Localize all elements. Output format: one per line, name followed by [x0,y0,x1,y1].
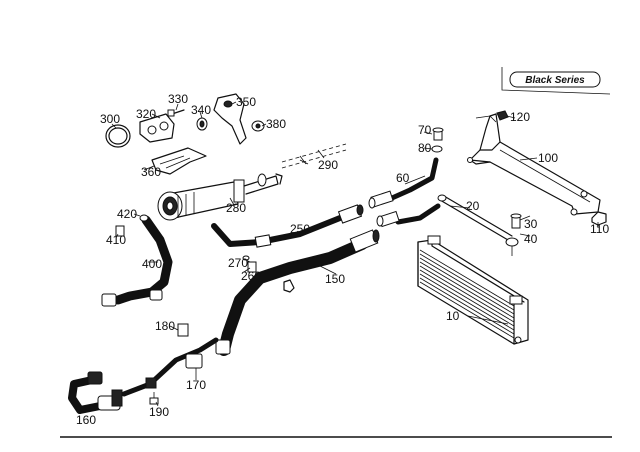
callout-180: 180 [155,319,175,333]
fitting-30-40 [510,213,522,229]
black-series-badge: Black Series [501,67,611,95]
bracket-rail-100 [467,113,601,216]
callout-160: 160 [76,413,96,427]
callout-260: 260 [241,269,261,283]
clip-300 [105,124,131,148]
callout-150: 150 [325,272,345,286]
callout-labels: 10 20 30 40 60 70 80 100 110 120 150 160… [76,92,609,427]
callout-40: 40 [524,232,538,246]
callout-290: 290 [318,158,338,172]
bracket-360 [151,147,207,175]
callout-80: 80 [418,141,432,155]
callout-360: 360 [141,165,161,179]
callout-300: 300 [100,112,120,126]
nut-110 [591,211,607,226]
callout-320: 320 [136,107,156,121]
washer-80 [431,145,443,153]
callout-110: 110 [590,222,609,236]
filter-280 [157,173,283,221]
mounting-plate-320 [139,113,175,143]
callout-410: 410 [106,233,126,247]
leader-lines [83,101,599,413]
callout-330: 330 [168,92,188,106]
clip-180 [177,323,189,337]
nut-380 [251,120,265,132]
callout-170: 170 [186,378,206,392]
callout-30: 30 [524,217,538,231]
nut-120 [496,110,509,121]
washer-420 [139,214,149,222]
nut-340 [196,117,208,131]
clamp-260 [247,261,257,273]
callout-250: 250 [290,222,310,236]
callout-270: 270 [228,256,248,270]
badge-label: Black Series [525,75,585,86]
oil-line-250 [211,204,364,248]
hose-160 [68,371,123,414]
callout-340: 340 [191,103,211,117]
hose-clip [283,279,295,293]
bolt-330 [167,109,185,117]
callout-70: 70 [418,123,432,137]
banjo-bolt-70 [432,127,444,141]
callout-280: 280 [226,201,246,215]
support-rod-20 [437,194,519,256]
oil-cooler-10 [417,235,529,345]
hose-400 [101,215,173,307]
callout-380: 380 [266,117,286,131]
oil-line-60 [368,157,441,228]
callout-60: 60 [396,171,410,185]
callout-10: 10 [446,309,460,323]
callout-350: 350 [236,95,256,109]
hose-150 [215,229,380,356]
callout-20: 20 [466,199,480,213]
callout-120: 120 [510,110,530,124]
fitting-410 [115,225,125,237]
clamp-190 [145,377,159,405]
callout-400: 400 [142,257,162,271]
callout-190: 190 [149,405,169,419]
callout-420: 420 [117,207,137,221]
callout-100: 100 [538,151,558,165]
hose-170 [121,337,219,397]
